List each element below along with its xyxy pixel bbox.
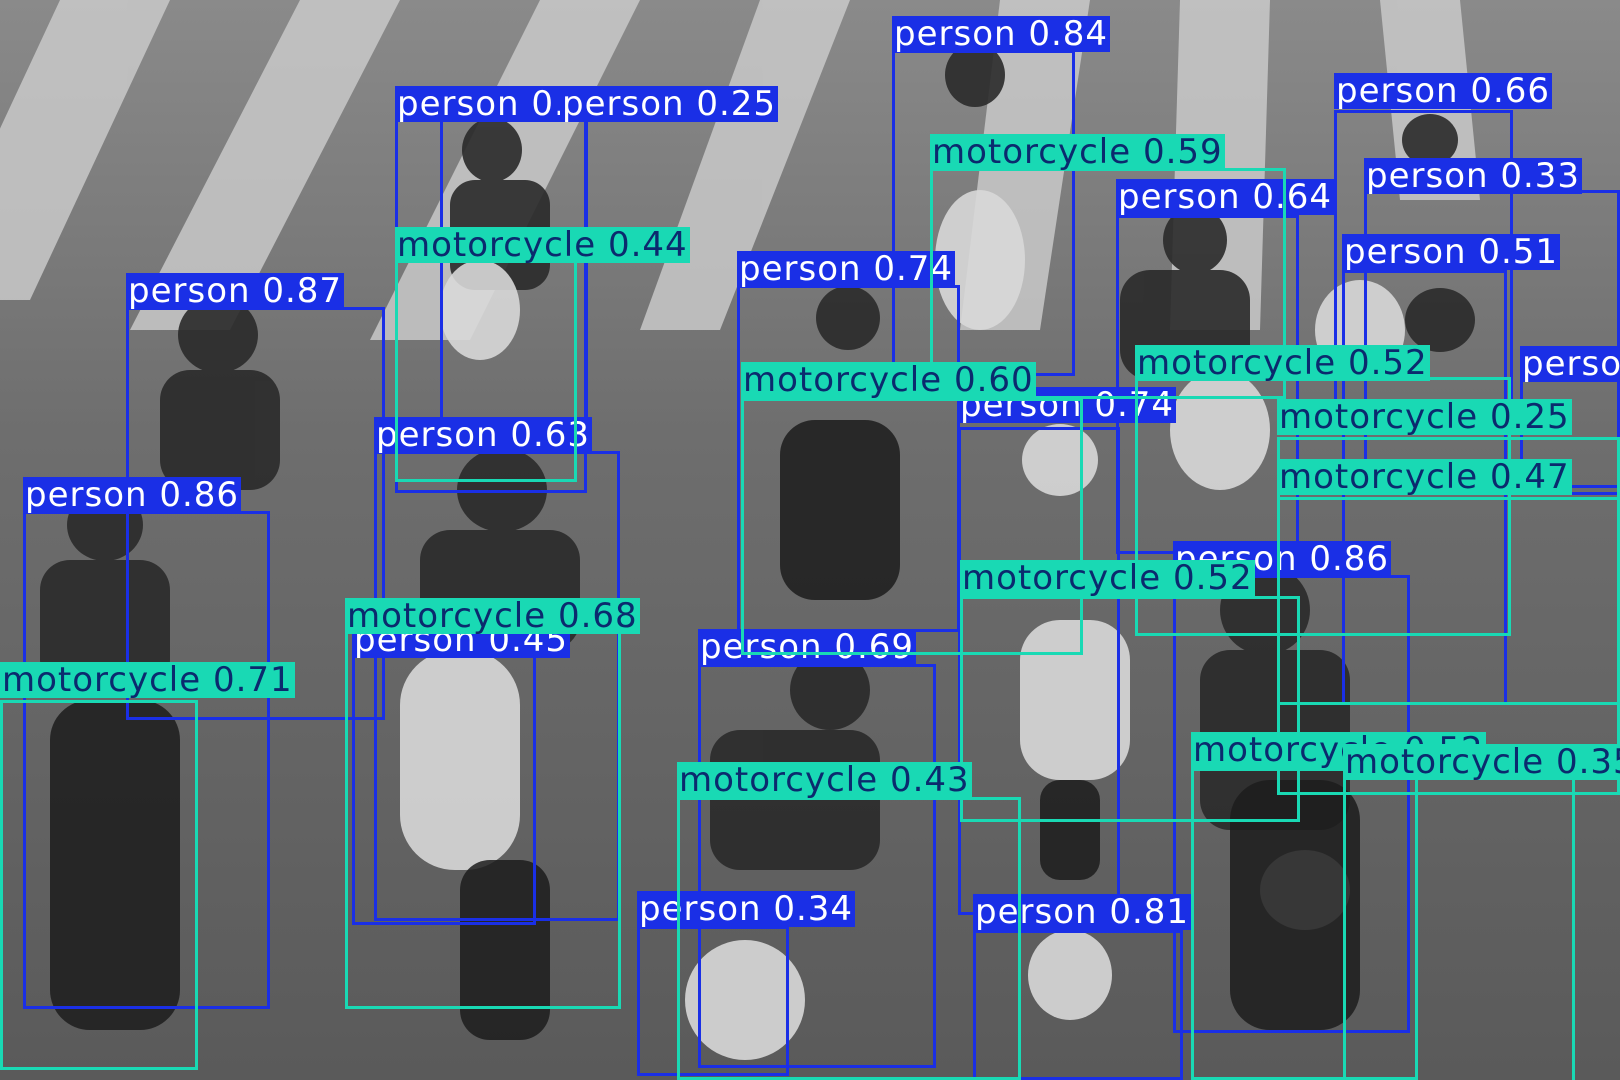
person-label: person 0.25: [560, 84, 779, 124]
person-label: person 0.87: [126, 271, 345, 311]
motorcycle-label: motorcycle 0.68: [345, 596, 640, 636]
person-label: person 0.51: [1342, 232, 1561, 272]
motorcycle-label: motorcycle 0.59: [930, 132, 1225, 172]
motorcycle-box: [1343, 768, 1575, 1080]
person-label: person 0.34: [637, 889, 856, 929]
person-label: person 0.64: [1116, 177, 1335, 217]
motorcycle-label: motorcycle 0.44: [395, 225, 690, 265]
person-label: person 0.33: [1364, 156, 1583, 196]
motorcycle-box: [0, 700, 198, 1070]
person-label: person 0.33: [1520, 346, 1620, 382]
person-label: person 0.74: [737, 249, 956, 289]
motorcycle-box: [960, 596, 1300, 822]
motorcycle-label: motorcycle 0.71: [0, 660, 295, 700]
person-box: [637, 926, 789, 1076]
motorcycle-label: motorcycle 0.35: [1343, 744, 1620, 780]
motorcycle-label: motorcycle 0.52: [960, 558, 1255, 598]
motorcycle-box: [1277, 497, 1620, 795]
motorcycle-box: [345, 629, 621, 1009]
motorcycle-box: [1191, 768, 1418, 1080]
motorcycle-label: motorcycle 0.60: [741, 360, 1036, 400]
person-label: person 0.86: [23, 475, 242, 515]
person-label: person 0.81: [973, 892, 1192, 932]
motorcycle-label: motorcycle 0.25: [1277, 397, 1572, 437]
motorcycle-box: [741, 398, 1083, 655]
motorcycle-label: motorcycle 0.52: [1135, 343, 1430, 383]
person-label: person 0.84: [892, 14, 1111, 54]
motorcycle-label: motorcycle 0.47: [1277, 457, 1572, 497]
person-label: person 0.66: [1334, 71, 1553, 111]
motorcycle-label: motorcycle 0.43: [677, 760, 972, 800]
motorcycle-box: [395, 245, 577, 482]
person-label: person 0.63: [374, 415, 593, 455]
person-box: [973, 930, 1183, 1080]
scooter-bodies: [50, 420, 1360, 1040]
person-box: [698, 664, 936, 1068]
person-label: person 0.69: [698, 627, 917, 667]
motorcycle-box: [677, 797, 1021, 1080]
